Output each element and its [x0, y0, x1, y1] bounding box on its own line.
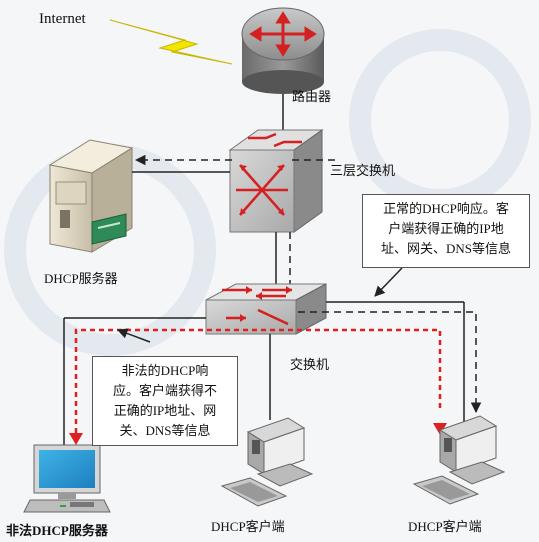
- dhcp-client-left-icon: [220, 417, 314, 507]
- network-card-icon: [91, 213, 127, 245]
- dhcp-server-label: DHCP服务器: [44, 271, 118, 286]
- l3-switch-icon: [228, 129, 324, 233]
- rogue-response-path: [74, 328, 442, 442]
- callout-line: 址、网关、DNS等信息: [380, 241, 511, 256]
- callout-line: 正确的IP地址、网: [113, 403, 217, 418]
- callout-line: 非法的DHCP响: [121, 363, 209, 378]
- dhcp-client-left-label: DHCP客户端: [211, 519, 285, 534]
- callout-line: 关、DNS等信息: [119, 423, 211, 438]
- dhcp-server-icon: [48, 139, 134, 253]
- dhcp-client-right-label: DHCP客户端: [408, 519, 482, 534]
- router-label: 路由器: [292, 89, 332, 104]
- rogue-dhcp-server-icon: [23, 444, 111, 513]
- router-icon: [241, 7, 325, 94]
- legit-response-callout: 正常的DHCP响应。客 户端获得正确的IP地 址、网关、DNS等信息: [362, 194, 530, 268]
- rogue-response-callout: 非法的DHCP响 应。客户端获得不 正确的IP地址、网 关、DNS等信息: [92, 356, 238, 446]
- callout-line: 应。客户端获得不: [112, 383, 217, 398]
- dhcp-client-right-icon: [412, 415, 506, 505]
- lightning-icon: [109, 19, 233, 65]
- callout-line: 正常的DHCP响应。客: [383, 201, 509, 216]
- rogue-dhcp-server-label: 非法DHCP服务器: [6, 523, 108, 538]
- callout-line: 户端获得正确的IP地: [388, 221, 504, 236]
- access-switch-icon: [205, 283, 327, 335]
- switch-label: 交换机: [290, 357, 330, 372]
- l3-switch-label: 三层交换机: [330, 163, 396, 178]
- internet-label: Internet: [39, 11, 86, 27]
